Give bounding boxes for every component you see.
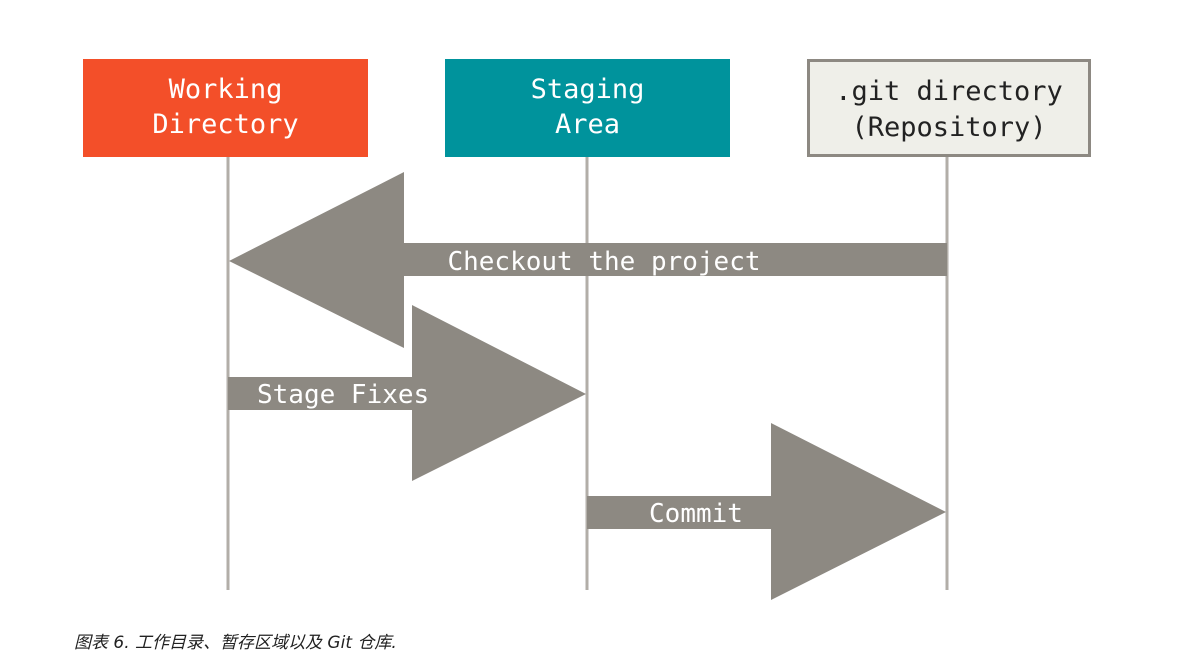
- staging-area-label-line-1: Staging: [531, 74, 645, 105]
- repository-rect: [807, 59, 1091, 157]
- checkout-arrow: Checkout the project: [229, 172, 947, 348]
- figure-caption: 图表 6. 工作目录、暂存区域以及 Git 仓库.: [74, 633, 397, 653]
- stage-fixes-arrow-shape: [228, 305, 586, 481]
- commit-arrow-shape: [587, 423, 946, 600]
- stage-fixes-arrow-label: Stage Fixes: [257, 380, 429, 410]
- repository-label-line-2: (Repository): [851, 112, 1046, 143]
- staging-area-label-line-2: Area: [555, 109, 620, 140]
- stage-fixes-arrow: Stage Fixes: [228, 305, 586, 481]
- working-directory-label-line-2: Directory: [152, 109, 298, 140]
- staging-area-rect: [445, 59, 730, 157]
- working-directory-box: Working Directory: [83, 59, 368, 157]
- checkout-arrow-shape: [229, 172, 947, 348]
- working-directory-rect: [83, 59, 368, 157]
- staging-area-box: Staging Area: [445, 59, 730, 157]
- working-directory-label-line-1: Working: [169, 74, 283, 105]
- repository-box: .git directory (Repository): [807, 59, 1091, 157]
- git-areas-diagram: Working Directory Staging Area .git dire…: [83, 59, 1091, 600]
- commit-arrow: Commit: [587, 423, 946, 600]
- commit-arrow-label: Commit: [649, 499, 743, 529]
- repository-label-line-1: .git directory: [835, 76, 1063, 107]
- checkout-arrow-label: Checkout the project: [447, 247, 760, 277]
